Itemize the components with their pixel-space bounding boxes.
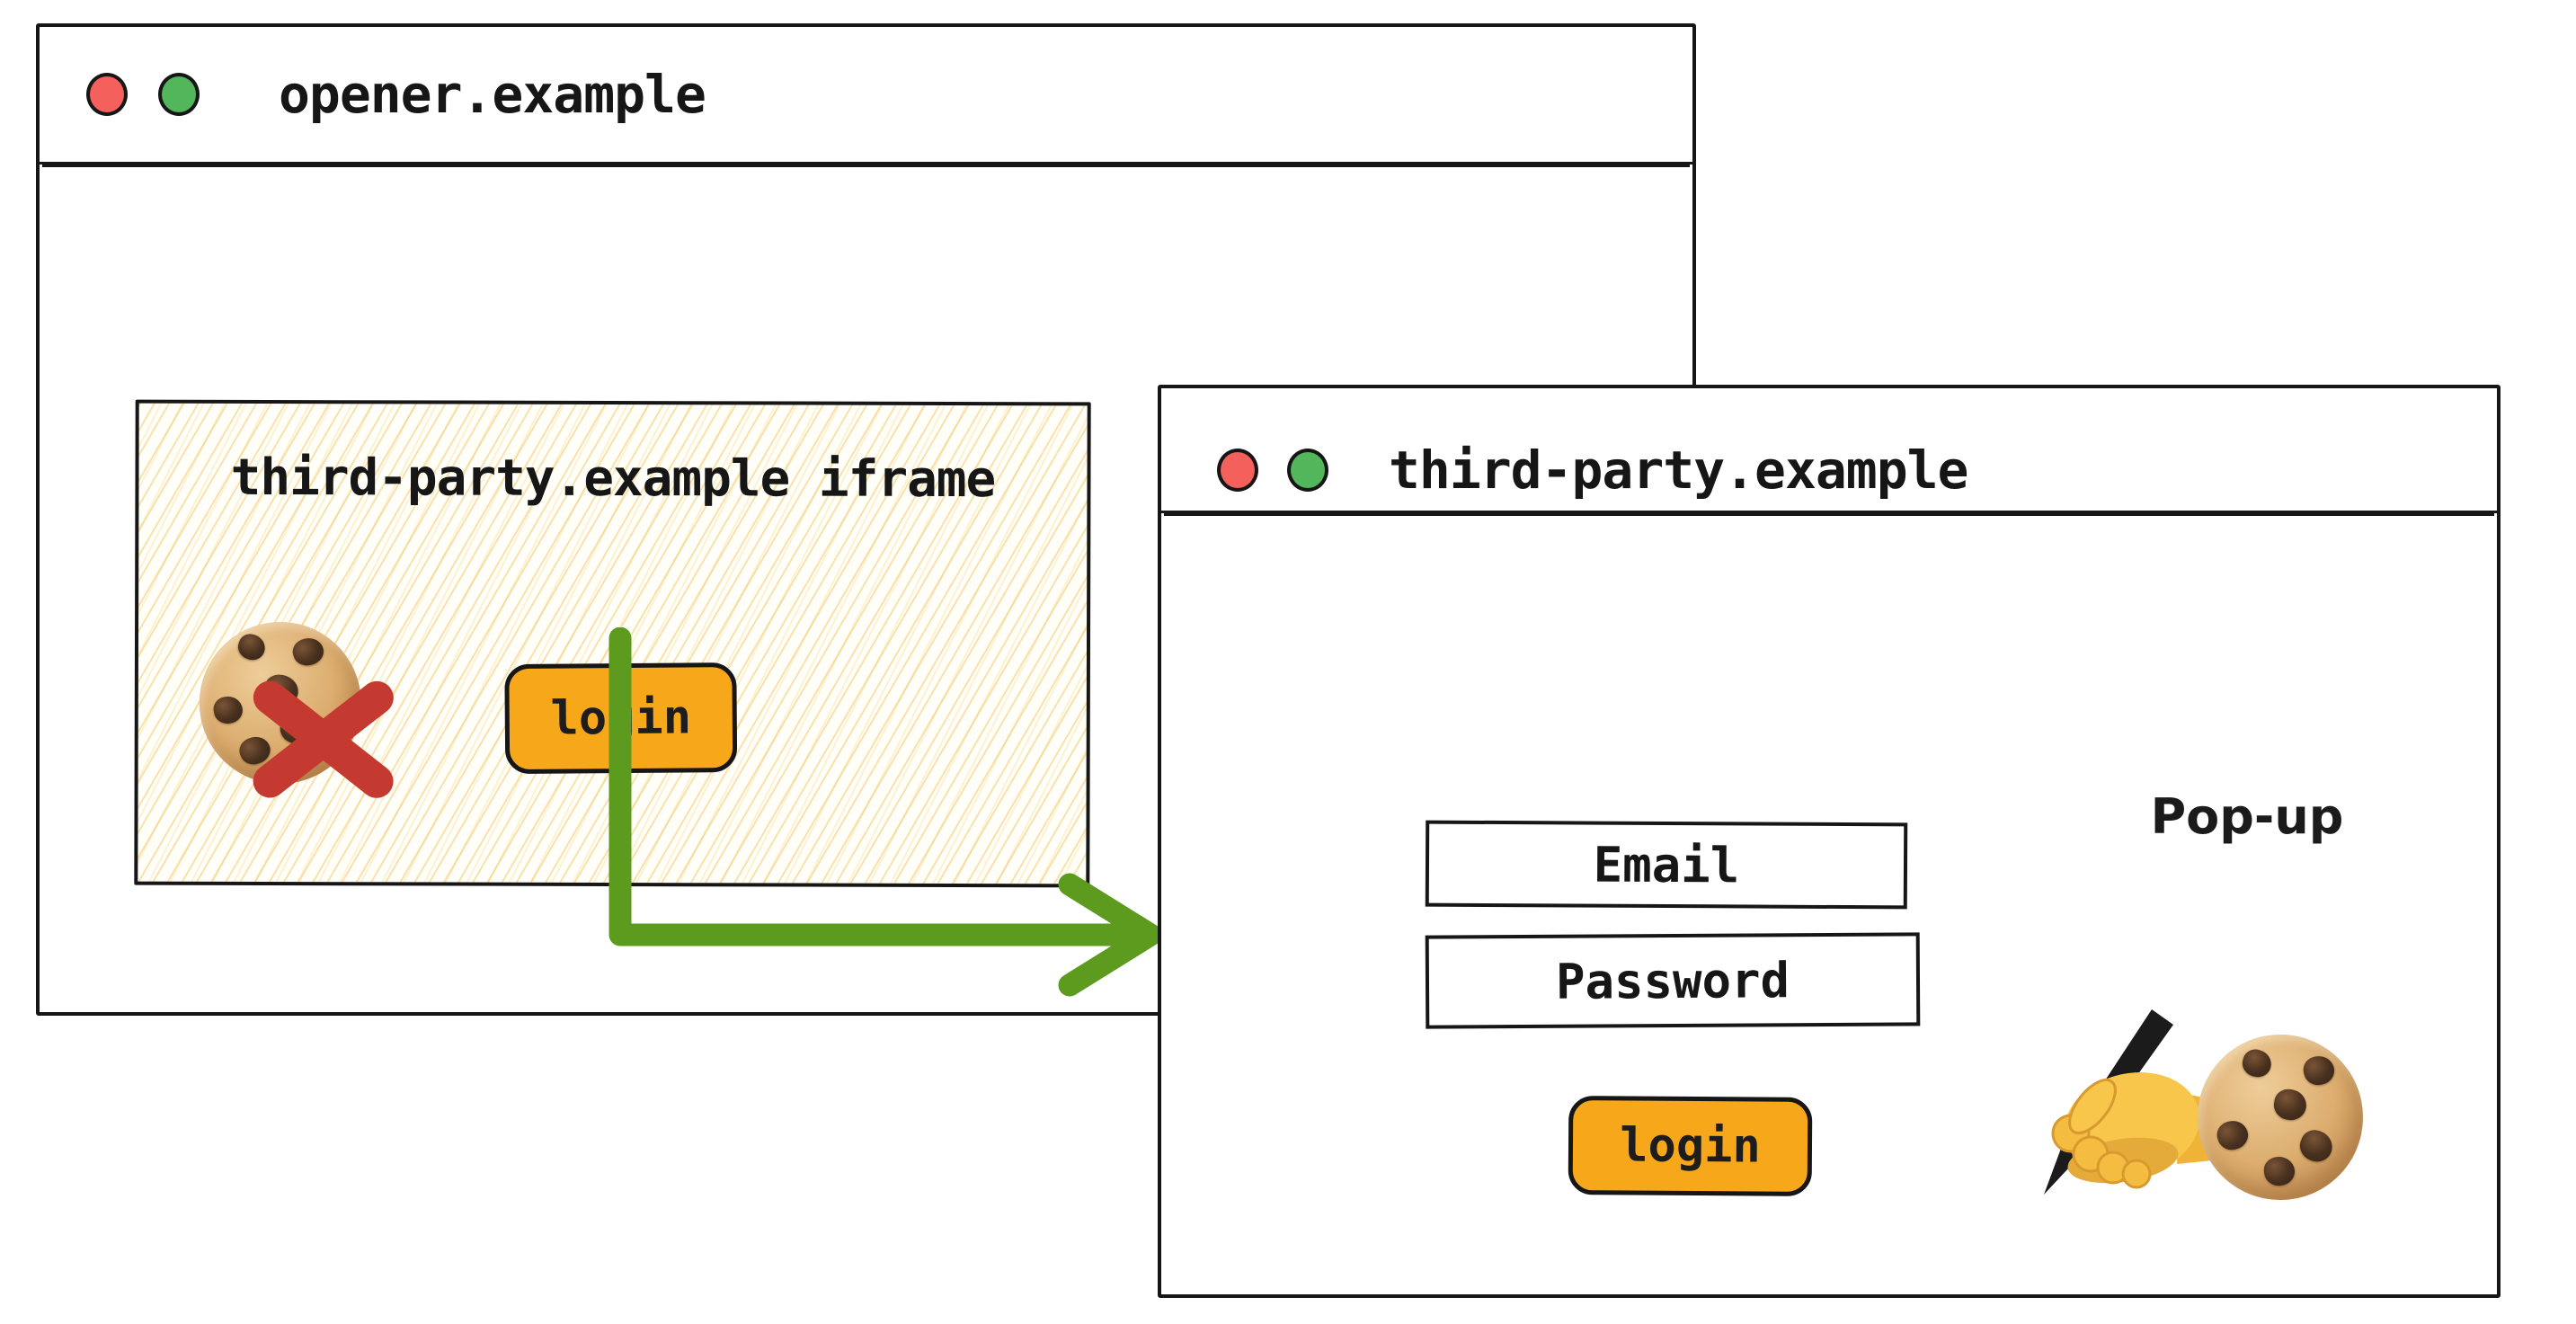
- cookie-icon: [2198, 1035, 2363, 1200]
- popup-window: third-party.example Email Password login…: [1158, 385, 2500, 1298]
- cookie-chip: [212, 694, 244, 725]
- iframe-label: third-party.example iframe: [230, 448, 996, 510]
- writing-hand-icon: [2017, 1008, 2213, 1204]
- cookie-chip: [2271, 1087, 2308, 1123]
- email-input[interactable]: Email: [1425, 820, 1908, 910]
- cross-mark-icon: [242, 658, 404, 820]
- popup-flow-arrow-icon: [584, 627, 1213, 1005]
- cookie-chip: [2213, 1116, 2252, 1154]
- popup-login-button[interactable]: login: [1568, 1096, 1813, 1196]
- minimize-button-icon[interactable]: [158, 73, 200, 116]
- password-input[interactable]: Password: [1425, 932, 1921, 1029]
- popup-titlebar: third-party.example: [1161, 388, 2497, 513]
- cookie-chip: [2300, 1053, 2337, 1089]
- cookie-chip: [2296, 1125, 2338, 1167]
- minimize-button-icon[interactable]: [1287, 449, 1328, 492]
- cookie-chip: [2262, 1155, 2296, 1187]
- close-button-icon[interactable]: [86, 73, 128, 116]
- opener-window-title: opener.example: [279, 64, 706, 125]
- close-button-icon[interactable]: [1217, 449, 1258, 492]
- cookie-chip: [2239, 1045, 2275, 1080]
- popup-annotation-label: Pop-up: [2150, 788, 2344, 845]
- popup-window-title: third-party.example: [1389, 440, 1968, 501]
- opener-titlebar: opener.example: [40, 27, 1692, 164]
